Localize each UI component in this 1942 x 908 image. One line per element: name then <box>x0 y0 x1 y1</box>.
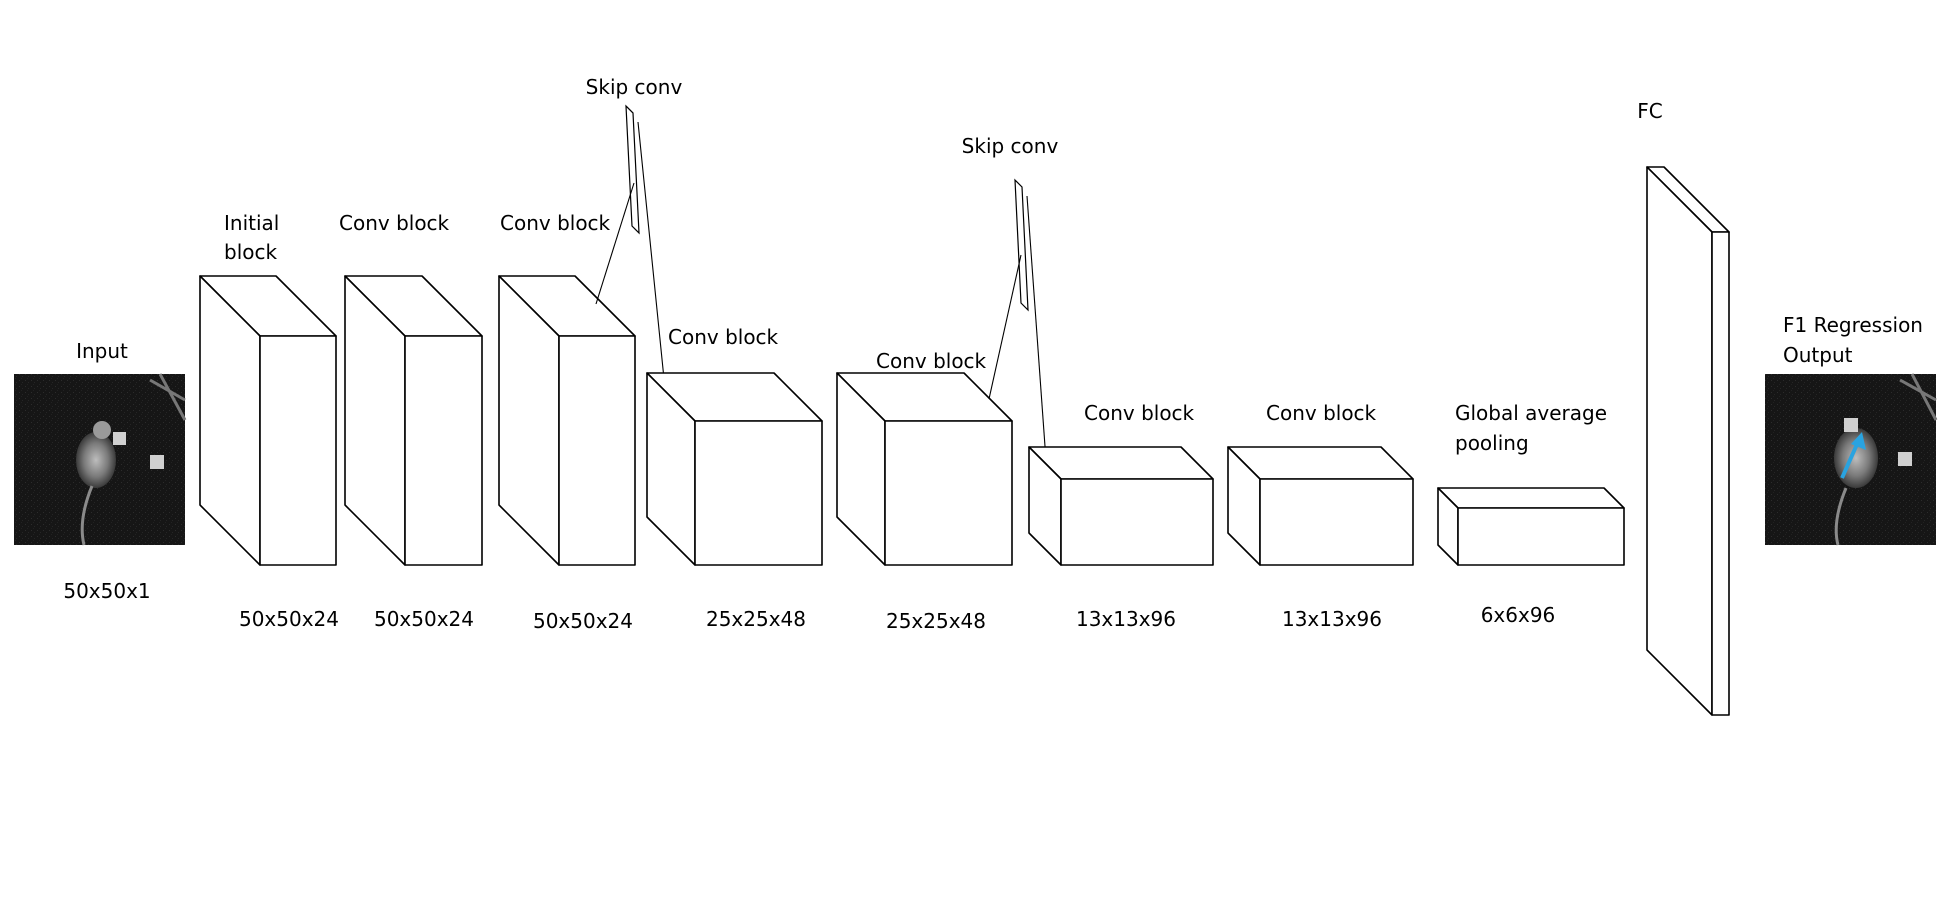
conv-block-2-front-face <box>404 335 483 566</box>
skip-conv-1-link-in <box>595 182 635 305</box>
global-average-pooling-block: Global average pooling 6x6x96 <box>1437 401 1625 627</box>
conv-block-6-dims: 13x13x96 <box>1076 607 1176 631</box>
output-group: F1 Regression Output <box>1765 313 1938 546</box>
initial-block-dims: 50x50x24 <box>239 607 339 631</box>
gap-front-face <box>1457 507 1625 566</box>
conv-block-6-label: Conv block <box>1084 401 1195 425</box>
conv-block-6: Conv block 13x13x96 <box>1028 401 1214 631</box>
skip-conv-1-edge <box>625 105 634 114</box>
output-label-line1: F1 Regression <box>1783 313 1923 337</box>
initial-block-front-face <box>259 335 337 566</box>
conv-block-2-dims: 50x50x24 <box>374 607 474 631</box>
initial-block-label-line2: block <box>224 240 277 264</box>
fc-layer: FC <box>1637 99 1730 716</box>
conv-block-3-front-face <box>558 335 636 566</box>
conv-block-5-label: Conv block <box>876 349 987 373</box>
skip-conv-2: Skip conv <box>962 134 1059 503</box>
conv-block-4-label: Conv block <box>668 325 779 349</box>
gap-dims: 6x6x96 <box>1481 603 1556 627</box>
initial-block-label-line1: Initial <box>224 211 279 235</box>
conv-block-5-front-face <box>884 420 1013 566</box>
conv-block-3: Conv block 50x50x24 <box>498 211 636 633</box>
fc-label: FC <box>1637 99 1662 123</box>
conv-block-7: Conv block 13x13x96 <box>1227 401 1414 631</box>
input-group: Input 50x50x1 <box>14 339 187 603</box>
skip-conv-2-face <box>1014 178 1029 312</box>
conv-block-7-label: Conv block <box>1266 401 1377 425</box>
input-dims: 50x50x1 <box>63 579 150 603</box>
conv-block-5: Conv block 25x25x48 <box>836 349 1013 633</box>
gap-label-line2: pooling <box>1455 431 1529 455</box>
conv-block-5-dims: 25x25x48 <box>886 609 986 633</box>
fc-front-face <box>1711 231 1730 716</box>
input-image <box>14 373 187 546</box>
input-label: Input <box>76 339 128 363</box>
conv-block-3-dims: 50x50x24 <box>533 609 633 633</box>
skip-conv-2-label: Skip conv <box>962 134 1059 158</box>
conv-block-4: Conv block 25x25x48 <box>646 325 823 631</box>
conv-block-7-front-face <box>1259 478 1414 566</box>
skip-conv-2-link-in <box>988 254 1022 400</box>
conv-block-4-front-face <box>694 420 823 566</box>
conv-block-3-label: Conv block <box>500 211 611 235</box>
regression-arrow-icon <box>1840 432 1866 479</box>
gap-label-line1: Global average <box>1455 401 1607 425</box>
output-label-line2: Output <box>1783 343 1853 367</box>
initial-block: Initial block 50x50x24 <box>199 211 339 631</box>
conv-block-6-front-face <box>1060 478 1214 566</box>
fc-side-face <box>1646 166 1713 716</box>
conv-block-2-label: Conv block <box>339 211 450 235</box>
gap-top-face <box>1437 487 1625 509</box>
skip-conv-1-face <box>625 104 640 235</box>
conv-block-7-dims: 13x13x96 <box>1282 607 1382 631</box>
conv-block-2: Conv block 50x50x24 <box>339 211 483 631</box>
conv-block-4-dims: 25x25x48 <box>706 607 806 631</box>
skip-conv-1-label: Skip conv <box>586 75 683 99</box>
